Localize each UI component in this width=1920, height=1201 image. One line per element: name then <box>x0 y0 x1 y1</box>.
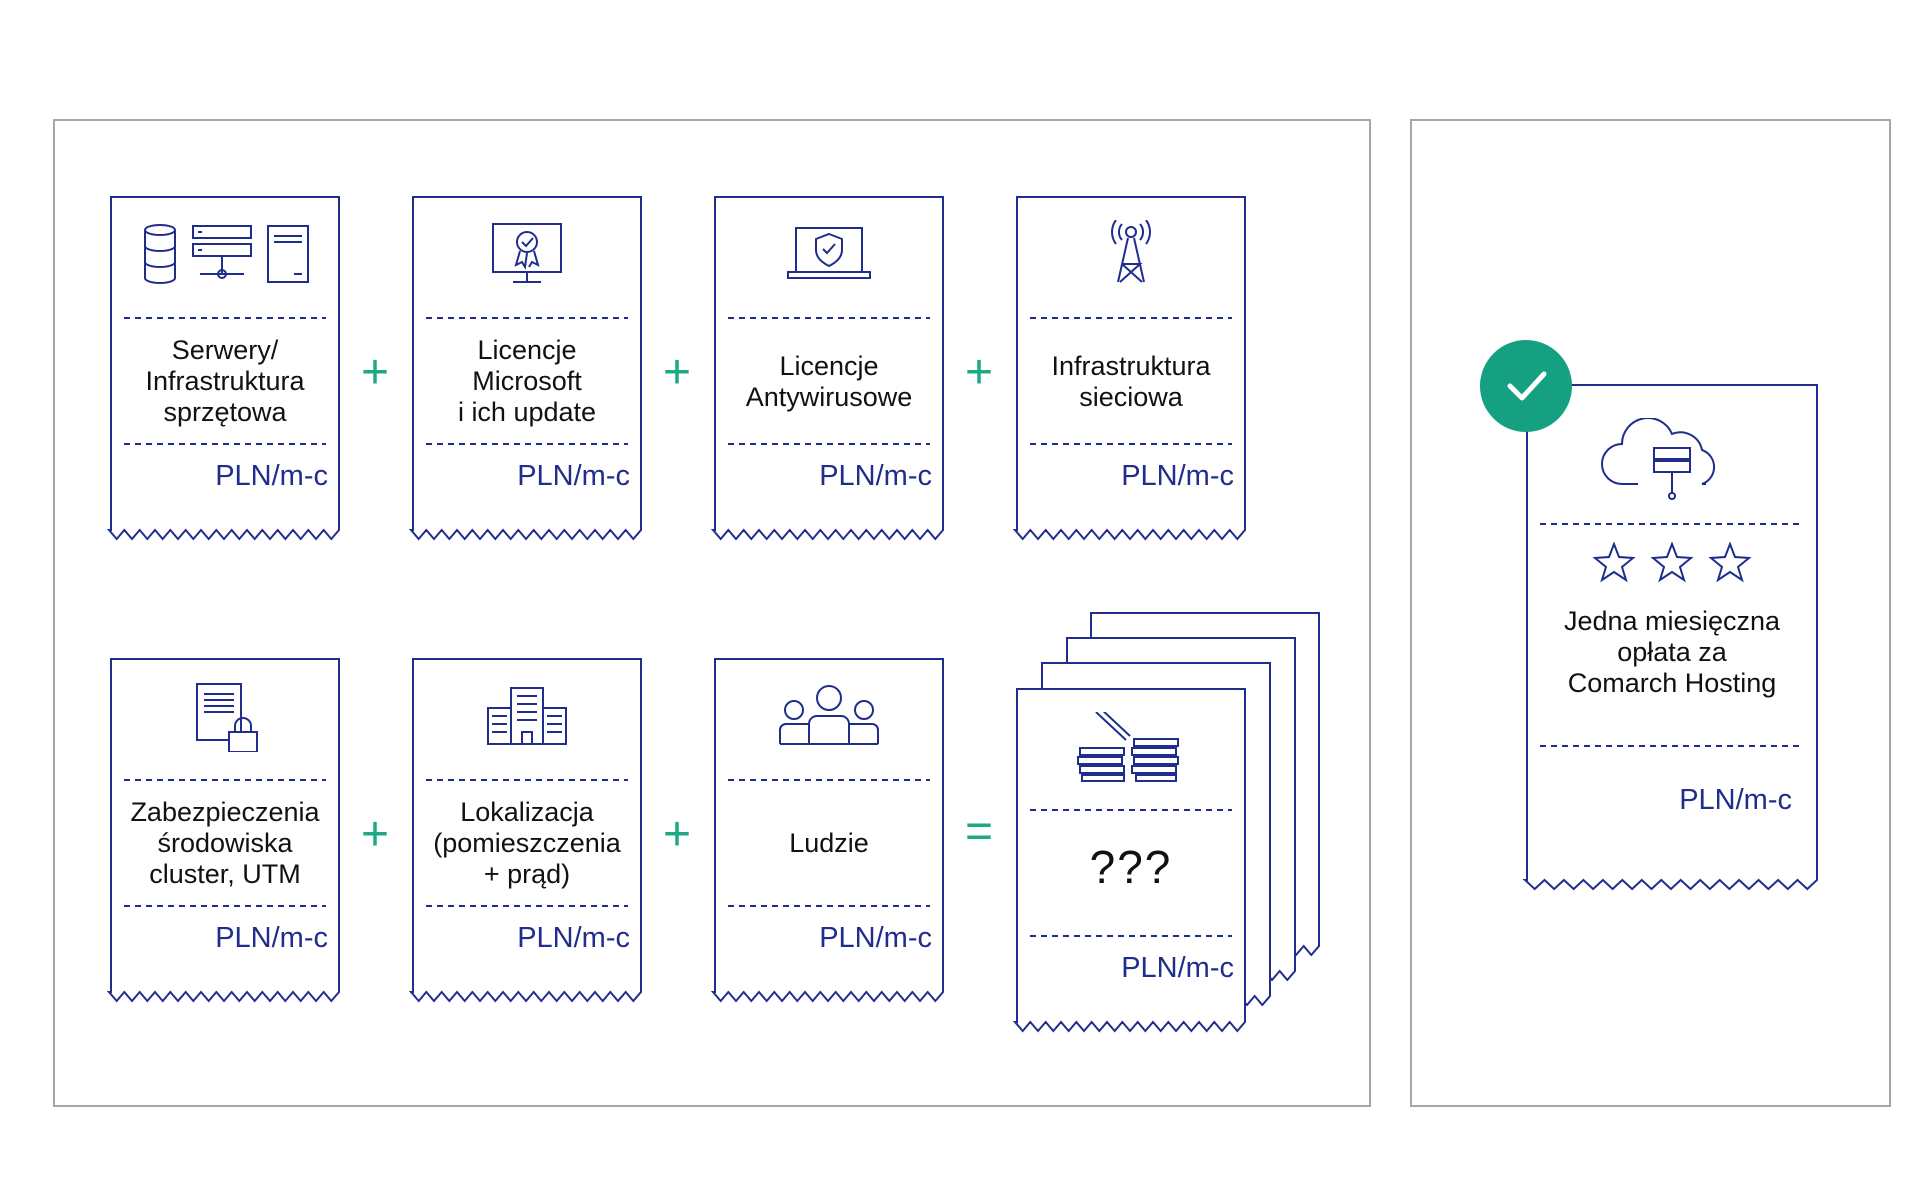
laptop-shield-icon <box>787 227 871 279</box>
plus-operator: + <box>662 346 692 399</box>
receipt-frame <box>408 196 642 541</box>
three-star-rating <box>1592 542 1752 583</box>
cost-label: Infrastruktura sieciowa <box>1051 350 1211 412</box>
cost-price: PLN/m-c <box>517 922 630 954</box>
cost-price: PLN/m-c <box>215 922 328 954</box>
cost-label: Serwery/ Infrastruktura sprzętowa <box>145 335 305 427</box>
receipt-frame <box>106 658 340 1003</box>
cost-receipt-antivirus: Licencje Antywirusowe PLN/m-c <box>710 196 944 541</box>
antenna-tower-icon <box>1111 220 1151 283</box>
server-infrastructure-icon <box>144 224 309 284</box>
cloud-server-icon <box>1601 418 1716 500</box>
hosting-price: PLN/m-c <box>1679 784 1792 816</box>
cost-receipt-security: Zabezpieczenia środowiska cluster, UTM P… <box>106 658 340 1003</box>
cost-price: PLN/m-c <box>517 460 630 492</box>
cost-receipt-servers: Serwery/ Infrastruktura sprzętowa PLN/m-… <box>106 196 340 541</box>
office-building-icon <box>487 687 567 745</box>
receipt-frame <box>710 658 944 1003</box>
plus-operator: + <box>360 808 390 861</box>
people-group-icon <box>779 685 879 745</box>
cost-price: PLN/m-c <box>1121 460 1234 492</box>
receipt-frame <box>710 196 944 541</box>
checkmark-badge <box>1480 340 1572 432</box>
cost-price: PLN/m-c <box>819 922 932 954</box>
cost-label: Zabezpieczenia środowiska cluster, UTM <box>130 797 320 889</box>
stacked-costs-icon <box>1077 712 1179 782</box>
cost-receipt-location: Lokalizacja (pomieszczenia + prąd) PLN/m… <box>408 658 642 1003</box>
receipt-frame <box>1012 196 1246 541</box>
cost-label: Ludzie <box>789 828 869 858</box>
cost-price: PLN/m-c <box>819 460 932 492</box>
receipt-frame <box>1012 688 1246 1033</box>
cost-receipt-microsoft: Licencje Microsoft i ich update PLN/m-c <box>408 196 642 541</box>
star-icon <box>1592 542 1752 583</box>
total-price: PLN/m-c <box>1121 952 1234 984</box>
plus-operator: + <box>360 346 390 399</box>
comarch-hosting-panel <box>1410 119 1891 1107</box>
checkmark-icon <box>1507 371 1547 401</box>
cost-label: Lokalizacja (pomieszczenia + prąd) <box>433 797 621 889</box>
cost-receipt-people: Ludzie PLN/m-c <box>710 658 944 1003</box>
receipt-frame <box>408 658 642 1003</box>
cost-price: PLN/m-c <box>215 460 328 492</box>
equals-operator: = <box>964 805 994 858</box>
document-lock-icon <box>196 683 258 752</box>
receipt-frame <box>1522 384 1818 891</box>
cost-label: Licencje Microsoft i ich update <box>457 335 597 427</box>
plus-operator: + <box>964 346 994 399</box>
cost-label: Licencje Antywirusowe <box>745 350 913 412</box>
traditional-costs-panel <box>53 119 1371 1107</box>
certified-monitor-icon <box>492 223 562 283</box>
total-receipt: ??? PLN/m-c <box>1012 688 1246 1033</box>
hosting-receipt: Jedna miesięczna opłata za Comarch Hosti… <box>1522 384 1818 891</box>
hosting-label: Jedna miesięczna opłata za Comarch Hosti… <box>1563 606 1781 698</box>
unknown-total: ??? <box>1089 841 1173 893</box>
plus-operator: + <box>662 808 692 861</box>
cost-receipt-network: Infrastruktura sieciowa PLN/m-c <box>1012 196 1246 541</box>
